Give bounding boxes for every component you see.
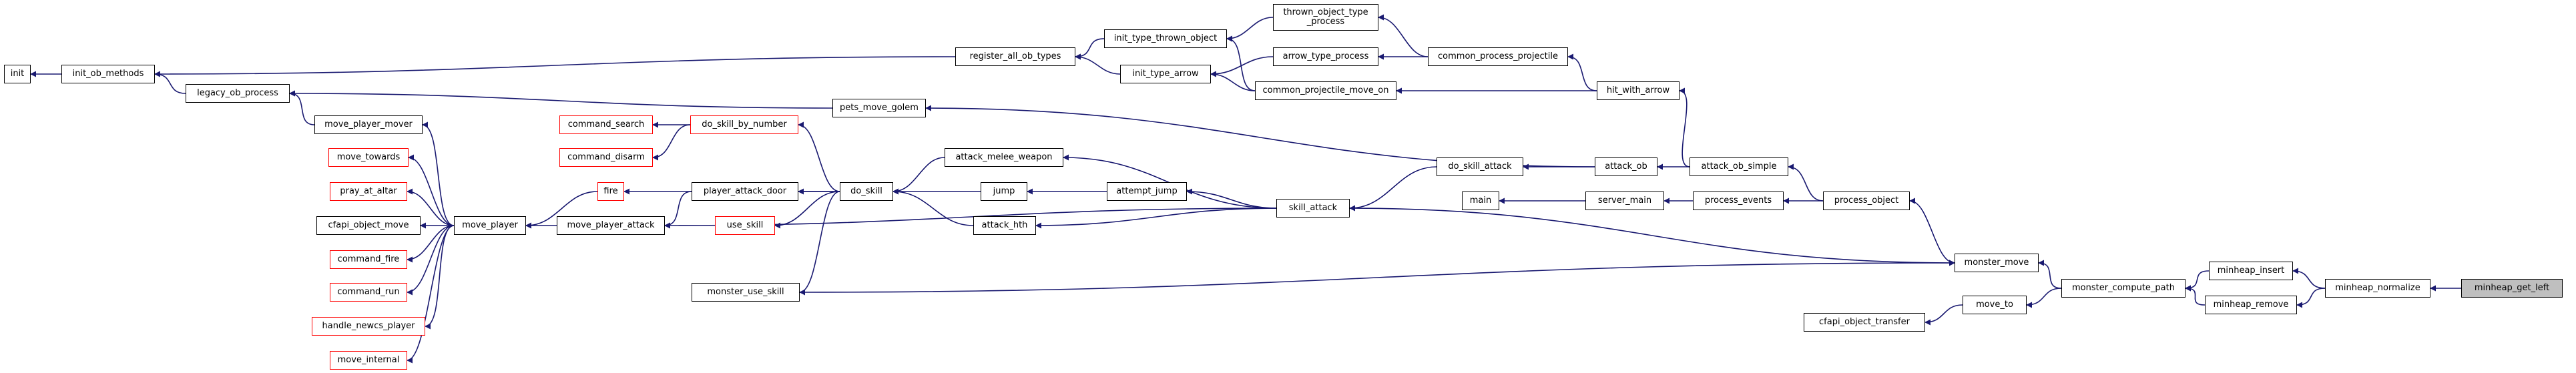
- node-minheap-insert[interactable]: minheap_insert: [2209, 262, 2293, 280]
- node-attack-hth[interactable]: attack_hth: [973, 216, 1036, 235]
- node-move-player[interactable]: move_player: [454, 216, 526, 235]
- node-command-search[interactable]: command_search: [559, 115, 653, 134]
- node-attack-melee-weapon[interactable]: attack_melee_weapon: [945, 148, 1063, 167]
- edge-command-run-to-move-player: [407, 225, 455, 296]
- edge-monster-move-to-skill-attack: [1349, 208, 1955, 266]
- node-process-object[interactable]: process_object: [1823, 192, 1910, 210]
- edge-attack-hth-to-skill-attack: [1035, 208, 1277, 229]
- edge-monster-move-to-monster-use-skill: [799, 260, 1955, 293]
- node-minheap-get-left[interactable]: minheap_get_left: [2461, 279, 2563, 298]
- edge-hit-with-arrow-to-attack-ob-simple: [1679, 87, 1690, 167]
- node-main[interactable]: main: [1462, 192, 1499, 210]
- node-jump[interactable]: jump: [981, 182, 1027, 201]
- edge-init-type-thrown-object-to-common-projectile-move-on: [1226, 35, 1256, 91]
- edge-legacy-ob-process-to-move-player-mover: [289, 90, 315, 125]
- node-player-attack-door[interactable]: player_attack_door: [692, 182, 798, 201]
- edge-move-player-attack-to-player-attack-door: [664, 191, 692, 229]
- node-server-main[interactable]: server_main: [1585, 192, 1664, 210]
- node-command-fire[interactable]: command_fire: [330, 250, 407, 269]
- node-do-skill-attack[interactable]: do_skill_attack: [1437, 157, 1523, 176]
- node-command-run[interactable]: command_run: [330, 283, 407, 302]
- edge-thrown-object-type-process-to-common-process-projectile: [1378, 14, 1429, 57]
- edge-command-disarm-to-do-skill-by-number: [652, 124, 691, 161]
- edge-move-player-to-fire: [525, 191, 598, 229]
- edge-register-all-ob-types-to-init-type-arrow: [1075, 53, 1121, 75]
- node-cfapi-object-move[interactable]: cfapi_object_move: [316, 216, 421, 235]
- edge-init-type-arrow-to-common-projectile-move-on: [1210, 71, 1256, 91]
- node-monster-compute-path[interactable]: monster_compute_path: [2061, 279, 2185, 298]
- node-move-towards[interactable]: move_towards: [328, 148, 409, 167]
- node-init-ob-methods[interactable]: init_ob_methods: [61, 65, 155, 83]
- edge-attack-ob-simple-to-process-object: [1788, 163, 1824, 202]
- edge-attempt-jump-to-skill-attack: [1186, 188, 1277, 209]
- node-attempt-jump[interactable]: attempt_jump: [1107, 182, 1187, 201]
- edge-common-process-projectile-to-hit-with-arrow: [1567, 53, 1597, 91]
- node-do-skill[interactable]: do_skill: [840, 182, 893, 201]
- node-legacy-ob-process[interactable]: legacy_ob_process: [186, 84, 290, 103]
- node-use-skill[interactable]: use_skill: [715, 216, 775, 235]
- node-handle-newcs-player[interactable]: handle_newcs_player: [312, 317, 425, 336]
- edge-move-to-to-monster-compute-path: [2026, 288, 2062, 308]
- node-attack-ob-simple[interactable]: attack_ob_simple: [1690, 157, 1788, 176]
- edge-init-type-arrow-to-arrow-type-process: [1210, 56, 1274, 77]
- edge-monster-use-skill-to-do-skill: [799, 191, 840, 296]
- edge-skill-attack-to-do-skill-attack: [1349, 166, 1437, 212]
- edge-move-towards-to-move-player: [408, 154, 455, 226]
- node-move-player-attack[interactable]: move_player_attack: [557, 216, 665, 235]
- node-pray-at-altar[interactable]: pray_at_altar: [330, 182, 407, 201]
- node-skill-attack[interactable]: skill_attack: [1276, 199, 1350, 218]
- edge-move-player-mover-to-move-player: [422, 121, 455, 226]
- node-move-player-mover[interactable]: move_player_mover: [314, 115, 423, 134]
- node-monster-move[interactable]: monster_move: [1955, 254, 2039, 272]
- edge-monster-compute-path-to-minheap-remove: [2185, 285, 2206, 306]
- node-move-internal[interactable]: move_internal: [330, 351, 407, 370]
- node-common-projectile-move-on[interactable]: common_projectile_move_on: [1255, 81, 1396, 100]
- node-thrown-object-type-process[interactable]: thrown_object_type _process: [1273, 4, 1378, 31]
- node-init[interactable]: init: [4, 65, 31, 83]
- node-pets-move-golem[interactable]: pets_move_golem: [832, 99, 926, 117]
- edge-move-internal-to-move-player: [407, 225, 455, 364]
- node-command-disarm[interactable]: command_disarm: [559, 148, 653, 167]
- edge-monster-move-to-monster-compute-path: [2038, 260, 2062, 289]
- edge-do-skill-to-attack-hth: [892, 188, 974, 226]
- edge-do-skill-to-attack-melee-weapon: [892, 157, 945, 195]
- node-fire[interactable]: fire: [597, 182, 624, 201]
- node-minheap-remove[interactable]: minheap_remove: [2205, 296, 2297, 314]
- node-monster-use-skill[interactable]: monster_use_skill: [692, 283, 800, 302]
- call-edges: [30, 14, 2461, 364]
- edge-pray-at-altar-to-move-player: [407, 188, 455, 226]
- node-minheap-normalize[interactable]: minheap_normalize: [2325, 279, 2430, 298]
- edge-command-fire-to-move-player: [407, 225, 455, 263]
- node-init-type-arrow[interactable]: init_type_arrow: [1120, 65, 1211, 83]
- node-cfapi-object-transfer[interactable]: cfapi_object_transfer: [1804, 313, 1925, 332]
- node-move-to[interactable]: move_to: [1963, 296, 2027, 314]
- edge-cfapi-object-transfer-to-move-to: [1924, 304, 1963, 326]
- edge-init-ob-methods-to-register-all-ob-types: [154, 56, 956, 77]
- node-do-skill-by-number[interactable]: do_skill_by_number: [690, 115, 798, 134]
- edge-init-ob-methods-to-legacy-ob-process: [154, 71, 186, 94]
- node-common-process-projectile[interactable]: common_process_projectile: [1428, 47, 1568, 66]
- node-register-all-ob-types[interactable]: register_all_ob_types: [955, 47, 1075, 66]
- edge-init-type-thrown-object-to-thrown-object-type-process: [1226, 17, 1274, 42]
- edge-minheap-remove-to-minheap-normalize: [2296, 288, 2326, 308]
- node-arrow-type-process[interactable]: arrow_type_process: [1273, 47, 1378, 66]
- edge-handle-newcs-player-to-move-player: [425, 225, 455, 330]
- edge-legacy-ob-process-to-pets-move-golem: [289, 90, 833, 109]
- node-process-events[interactable]: process_events: [1693, 192, 1784, 210]
- edge-register-all-ob-types-to-init-type-thrown-object: [1075, 38, 1105, 60]
- node-attack-ob[interactable]: attack_ob: [1595, 157, 1657, 176]
- edge-monster-compute-path-to-minheap-insert: [2185, 270, 2210, 292]
- edge-process-object-to-monster-move: [1909, 198, 1955, 264]
- node-init-type-thrown-object[interactable]: init_type_thrown_object: [1104, 29, 1227, 48]
- edge-minheap-insert-to-minheap-normalize: [2292, 268, 2326, 289]
- edge-do-skill-by-number-to-do-skill: [798, 121, 840, 192]
- node-hit-with-arrow[interactable]: hit_with_arrow: [1597, 81, 1680, 100]
